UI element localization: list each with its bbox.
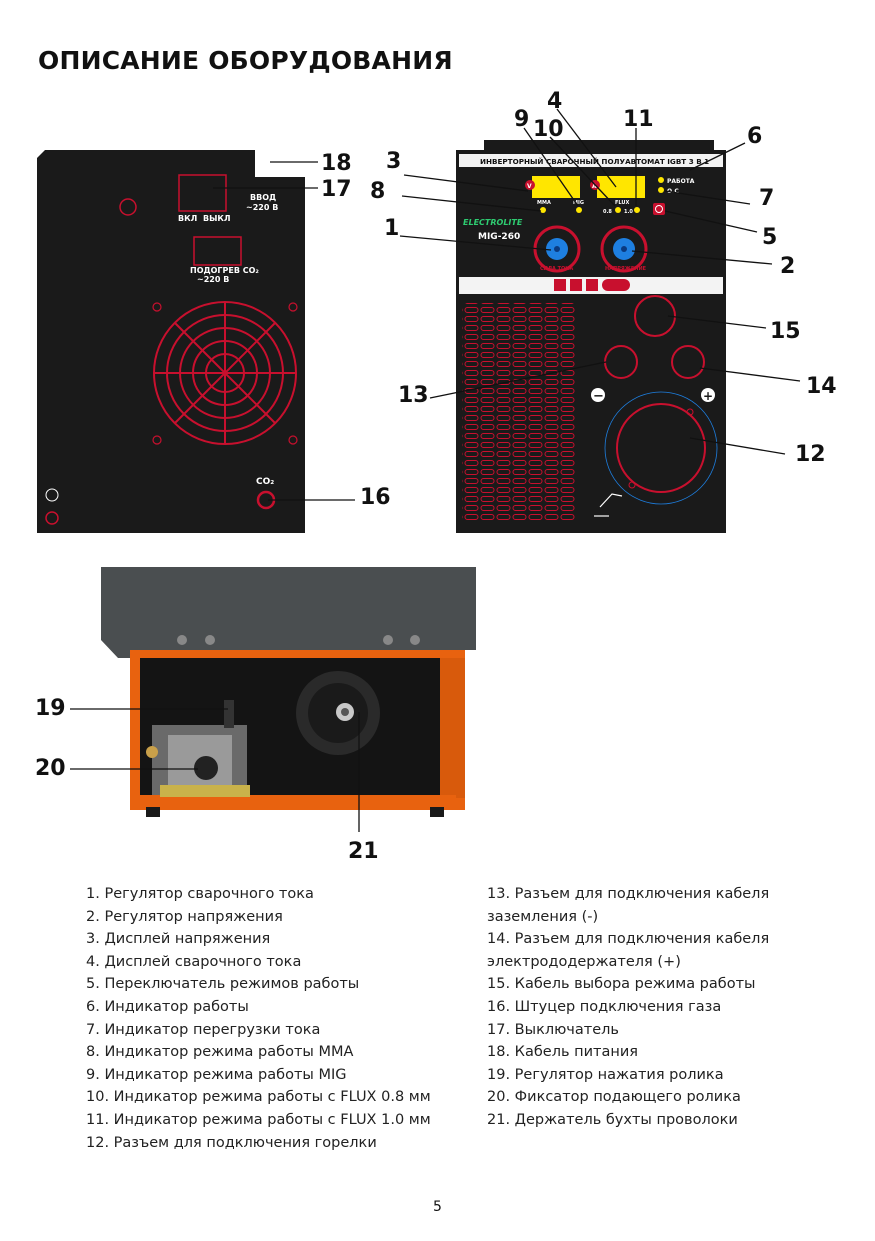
page-title: ОПИСАНИЕ ОБОРУДОВАНИЯ xyxy=(38,46,453,75)
flux-label: FLUX xyxy=(615,200,629,206)
callout-10: 10 xyxy=(533,117,564,142)
legend-item: 17. Выключатель xyxy=(487,1021,619,1038)
page-number: 5 xyxy=(433,1199,442,1215)
legend-item: 15. Кабель выбора режима работы xyxy=(487,976,756,993)
current-display xyxy=(597,176,645,198)
mig-indicator xyxy=(576,207,582,213)
input-voltage: ~220 В xyxy=(246,203,278,212)
switch-on-label: ВКЛ xyxy=(178,214,197,223)
callout-21: 21 xyxy=(348,839,379,864)
legend-item: 18. Кабель питания xyxy=(487,1044,638,1061)
legend-right: 13. Разъем для подключения кабеля заземл… xyxy=(487,883,769,1132)
flux-08-indicator xyxy=(615,207,621,213)
callout-11: 11 xyxy=(623,107,654,132)
callout-14: 14 xyxy=(806,374,837,399)
callout-5: 5 xyxy=(762,225,777,250)
callout-9: 9 xyxy=(514,107,529,132)
heater-voltage: ~220 В xyxy=(197,275,229,284)
legend-item: 14. Разъем для подключения кабеля xyxy=(487,931,770,948)
heater-socket xyxy=(193,236,242,266)
heater-label: ПОДОГРЕВ CO₂ xyxy=(190,266,259,275)
legend-left: 1. Регулятор сварочного тока 2. Регулято… xyxy=(86,883,431,1154)
legend-item: 4. Дисплей сварочного тока xyxy=(86,953,302,970)
vent-grill xyxy=(462,303,576,523)
model-label: MIG-260 xyxy=(478,232,520,242)
legend-item: 5. Переключатель режимов работы xyxy=(86,976,360,993)
gas-label: CO₂ xyxy=(256,477,274,487)
flux-10-indicator xyxy=(634,207,640,213)
flux-10-label: 1.0 xyxy=(624,209,633,215)
callout-16: 16 xyxy=(360,485,391,510)
callout-7: 7 xyxy=(759,186,774,211)
welding-torch-icon xyxy=(594,493,623,517)
legend-item: 7. Индикатор перегрузки тока xyxy=(86,1021,321,1038)
plus-sign: + xyxy=(703,389,713,403)
power-switch xyxy=(178,174,227,212)
feed-roller-lock xyxy=(194,756,218,780)
switch-off-label: ВЫКЛ xyxy=(203,214,231,223)
front-panel: ИНВЕРТОРНЫЙ СВАРОЧНЫЙ ПОЛУАВТОМАТ IGBT 3… xyxy=(456,140,726,533)
mode-cable-socket xyxy=(634,295,676,337)
input-label: ВВОД xyxy=(250,193,276,202)
wire-feeder-photo xyxy=(101,567,476,817)
voltage-knob[interactable] xyxy=(600,225,648,273)
fan-grill xyxy=(153,301,297,445)
pressure-adjuster xyxy=(224,700,234,728)
flux-08-label: 0.8 xyxy=(603,209,612,215)
mma-indicator xyxy=(540,207,546,213)
minus-sign: − xyxy=(593,389,604,404)
current-knob-label: СИЛА ТОКА xyxy=(540,266,573,272)
legend-item: заземления (-) xyxy=(487,908,599,925)
work-indicator xyxy=(658,177,664,183)
callout-13: 13 xyxy=(398,383,429,408)
callout-18: 18 xyxy=(321,151,352,176)
display-v-label: V xyxy=(527,183,532,190)
overload-indicator-label: О.С xyxy=(667,188,679,195)
front-header: ИНВЕРТОРНЫЙ СВАРОЧНЫЙ ПОЛУАВТОМАТ IGBT 3… xyxy=(480,157,709,166)
ground-icon xyxy=(45,488,59,502)
legend-item: 3. Дисплей напряжения xyxy=(86,931,271,948)
electrode-socket xyxy=(671,345,705,379)
mma-label: MMA xyxy=(537,200,551,206)
leader-lines xyxy=(70,108,801,832)
brand-logo: ELECTROLITE xyxy=(463,218,523,227)
mode-switch-button[interactable] xyxy=(653,203,665,215)
legend-item: 9. Индикатор режима работы MIG xyxy=(86,1066,347,1083)
callout-6: 6 xyxy=(747,124,762,149)
legend-item: 13. Разъем для подключения кабеля xyxy=(487,886,770,902)
mig-label: MIG xyxy=(573,200,584,206)
equipment-figure: ВКЛ ВЫКЛ ВВОД ~220 В ПОДОГРЕВ CO₂ ~220 В xyxy=(35,89,837,864)
torch-socket xyxy=(616,403,706,493)
callout-17: 17 xyxy=(321,177,352,202)
legend-item: 6. Индикатор работы xyxy=(86,998,249,1015)
legend-item: электрододержателя (+) xyxy=(487,953,681,970)
callout-12: 12 xyxy=(795,442,826,467)
legend-item: 16. Штуцер подключения газа xyxy=(487,998,722,1015)
callout-19: 19 xyxy=(35,696,66,721)
callout-20: 20 xyxy=(35,756,66,781)
legend-item: 8. Индикатор режима работы MMA xyxy=(86,1044,354,1061)
legend-item: 20. Фиксатор подающего ролика xyxy=(487,1089,741,1106)
voltage-display xyxy=(532,176,580,198)
callout-1: 1 xyxy=(384,216,399,241)
overload-indicator xyxy=(658,187,664,193)
callout-15: 15 xyxy=(770,319,801,344)
callout-4: 4 xyxy=(547,89,562,114)
legend-item: 1. Регулятор сварочного тока xyxy=(86,886,314,902)
callout-2: 2 xyxy=(780,254,795,279)
voltage-knob-label: НАПРЯЖЕНИЕ xyxy=(605,266,647,272)
legend-item: 11. Индикатор режима работы с FLUX 1.0 м… xyxy=(86,1111,431,1128)
legend-item: 21. Держатель бухты проволоки xyxy=(487,1111,738,1128)
legend-item: 10. Индикатор режима работы с FLUX 0.8 м… xyxy=(86,1089,431,1106)
legend-item: 2. Регулятор напряжения xyxy=(86,908,283,925)
display-a-label: A xyxy=(592,183,597,190)
work-indicator-label: РАБОТА xyxy=(667,178,695,185)
callout-8: 8 xyxy=(370,179,385,204)
legend-item: 12. Разъем для подключения горелки xyxy=(86,1134,377,1151)
back-panel: ВКЛ ВЫКЛ ВВОД ~220 В ПОДОГРЕВ CO₂ ~220 В xyxy=(37,150,305,533)
callout-3: 3 xyxy=(386,149,401,174)
legend-item: 19. Регулятор нажатия ролика xyxy=(487,1066,724,1083)
